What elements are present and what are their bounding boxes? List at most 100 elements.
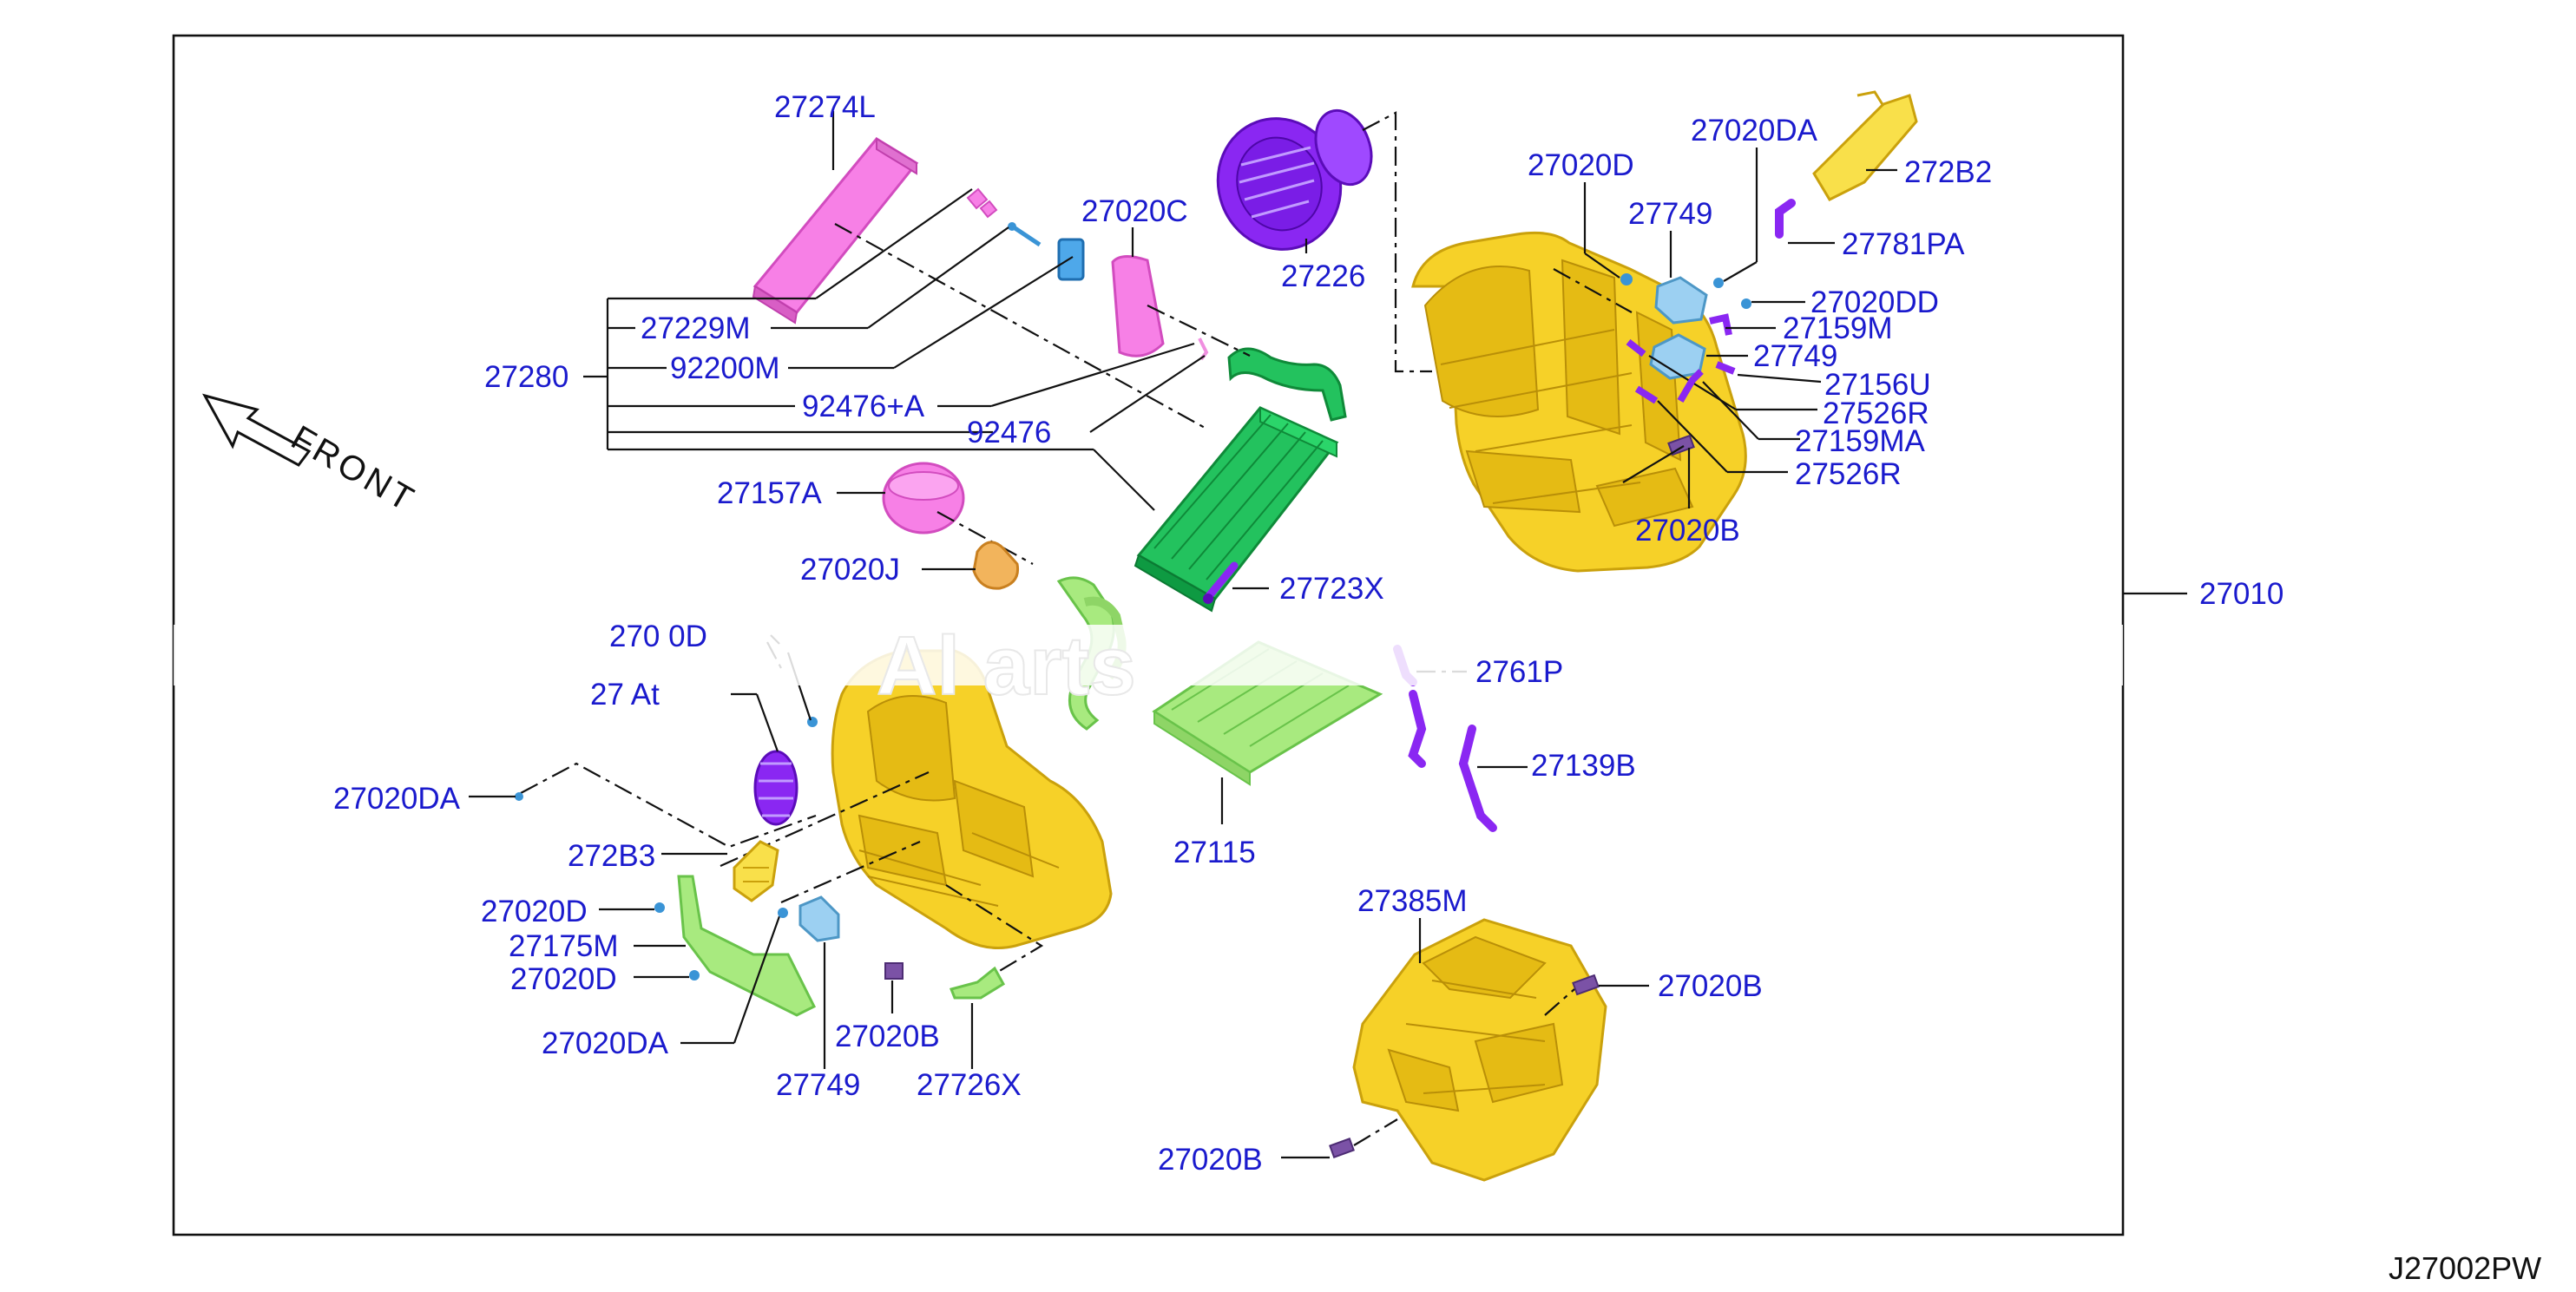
foam-seal-part xyxy=(882,462,965,535)
actuator-link-part xyxy=(972,541,1020,590)
clip-27020DA-right xyxy=(1713,278,1724,288)
leader-27156U xyxy=(1737,373,1822,384)
part-label-27749-right-1: 27749 xyxy=(1628,197,1712,231)
actuator-27749-right-1 xyxy=(1654,276,1708,325)
part-label-27749-left: 27749 xyxy=(776,1068,860,1102)
bracket-27280 xyxy=(583,188,1206,511)
dashed-left-5 xyxy=(945,884,1044,973)
screw-part xyxy=(1008,222,1042,247)
filter-case-part xyxy=(1111,255,1165,357)
link-27726X-part xyxy=(949,966,1006,1000)
rod-27526R-part-1 xyxy=(1626,338,1646,357)
part-label-27726X: 27726X xyxy=(917,1068,1022,1102)
part-label-27020C: 27020C xyxy=(1081,194,1188,228)
drain-hose-part xyxy=(1203,561,1239,604)
part-label-27156U: 27156U xyxy=(1824,368,1931,402)
link-27781PA-part xyxy=(1775,199,1796,239)
leader-27020B-right-b xyxy=(1622,445,1685,483)
front-label: FRONT xyxy=(285,418,423,520)
part-label-27010: 27010 xyxy=(2199,577,2284,611)
part-label-27526R-2: 27526R xyxy=(1795,457,1902,491)
lower-case-part xyxy=(1352,918,1607,1182)
duct-27175M-part xyxy=(677,875,817,1017)
part-label-27020DA-left2: 27020DA xyxy=(542,1026,669,1060)
part-label-270-0D: 270 0D xyxy=(609,620,707,653)
part-label-27020B-left: 27020B xyxy=(835,1020,940,1053)
part-label-27781PA: 27781PA xyxy=(1842,227,1965,261)
front-arrow-icon xyxy=(201,393,312,467)
rod-27526R-part-2 xyxy=(1634,385,1659,404)
part-label-27020DA-right: 27020DA xyxy=(1691,114,1818,148)
leader-27159MA xyxy=(1702,381,1759,440)
blower-motor-part xyxy=(1216,108,1373,251)
part-label-27159MA: 27159MA xyxy=(1795,424,1925,458)
part-label-92476A: 92476+A xyxy=(802,390,925,423)
dashed-27226 xyxy=(1362,111,1432,373)
dashed-bottom2 xyxy=(1353,1118,1398,1146)
dashed-left-2 xyxy=(520,762,817,849)
part-label-27020B-bottom2: 27020B xyxy=(1158,1143,1263,1177)
part-label-27175M: 27175M xyxy=(509,929,618,963)
part-label-272B2: 272B2 xyxy=(1904,155,1992,189)
part-label-27157A: 27157A xyxy=(717,476,822,510)
clip-27020B-right xyxy=(1667,434,1695,456)
rod-27156U-part xyxy=(1715,361,1736,375)
dashed-27157A xyxy=(936,511,1034,565)
dashed-bottom1 xyxy=(1544,988,1575,1016)
link-27159M-part xyxy=(1709,313,1732,336)
part-label-27020D-left2: 27020D xyxy=(510,962,617,996)
clip-27020B-bottom1 xyxy=(1572,974,1600,996)
part-label-27At: 27 At xyxy=(590,678,660,712)
clip-27020DD-part xyxy=(1741,298,1751,309)
cabin-filter-part xyxy=(752,137,919,325)
part-label-92200M: 92200M xyxy=(670,351,779,385)
clip-27020DA-left2 xyxy=(778,908,788,918)
part-label-27139B: 27139B xyxy=(1531,749,1636,783)
leader-27526R-2 xyxy=(1657,400,1728,473)
part-label-27385M: 27385M xyxy=(1357,884,1467,918)
part-label-27020DD: 27020DD xyxy=(1810,285,1939,319)
part-label-27020B-right: 27020B xyxy=(1635,514,1740,548)
part-label-27226: 27226 xyxy=(1281,259,1365,293)
part-label-27274L: 27274L xyxy=(774,90,876,124)
diagram-code: J27002PW xyxy=(2389,1250,2541,1286)
leader-27020D-right-b xyxy=(1584,252,1620,279)
heater-case-left-part xyxy=(831,649,1113,949)
part-label-27020D-left1: 27020D xyxy=(481,895,588,928)
heater-case-upper-part xyxy=(1411,231,1747,573)
part-label-27280: 27280 xyxy=(484,360,568,394)
clip-27020D-left2 xyxy=(689,970,700,980)
part-label-27115: 27115 xyxy=(1173,836,1256,869)
part-label-272B3: 272B3 xyxy=(568,839,655,873)
part-label-27723X: 27723X xyxy=(1279,572,1384,606)
clip-27020B-left xyxy=(884,962,904,980)
part-label-27526R-1: 27526R xyxy=(1823,397,1929,430)
part-label-92476: 92476 xyxy=(967,416,1051,449)
clip-27020B-bottom2 xyxy=(1329,1138,1355,1158)
filter-clip-part xyxy=(966,187,998,219)
clip-27020DA-left xyxy=(515,792,523,801)
watermark-text: Al arts xyxy=(877,620,1136,712)
dashed-case xyxy=(1147,305,1251,357)
dashed-left-4 xyxy=(780,840,921,904)
dashed-case-right xyxy=(1553,268,1633,313)
fan-27At-part xyxy=(753,750,798,826)
part-label-27229M: 27229M xyxy=(641,312,750,345)
evaporator-part xyxy=(1134,347,1347,613)
link-27159MA-part xyxy=(1677,369,1704,403)
leader-27020DA-left2-b xyxy=(733,915,781,1044)
duct-272B3-part xyxy=(733,840,779,902)
actuator-27749-left xyxy=(798,895,840,942)
clip-27020D-left1 xyxy=(654,902,665,913)
part-label-27020D-right: 27020D xyxy=(1528,148,1634,182)
pipe-27139B-part xyxy=(1408,690,1497,832)
clip-27020D-right xyxy=(1620,273,1633,285)
duct-272B2-part xyxy=(1812,90,1918,201)
filter-door-part xyxy=(1057,238,1085,281)
clip-270-0D-part xyxy=(807,717,818,727)
part-label-27020B-bottom1: 27020B xyxy=(1658,969,1763,1003)
watermark-band xyxy=(174,625,2123,685)
part-label-27749-right-2: 27749 xyxy=(1753,339,1837,373)
